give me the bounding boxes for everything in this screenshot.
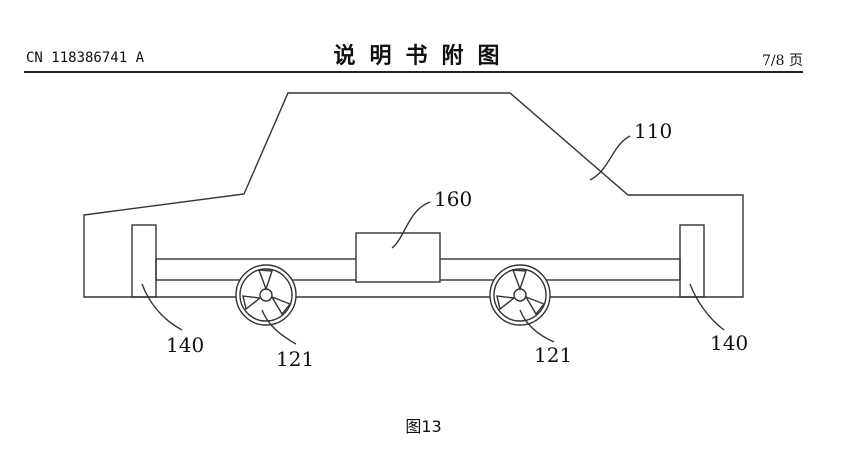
wheel-front <box>235 264 297 326</box>
header-rule <box>24 71 803 73</box>
leader-140-left <box>141 283 183 331</box>
bumper-left <box>131 224 157 298</box>
wheel-rear <box>489 264 551 326</box>
leader-160 <box>391 201 431 249</box>
label-140-left: 140 <box>166 333 204 357</box>
leader-121-rear <box>519 309 555 343</box>
section-title: 说明书附图 <box>333 44 514 69</box>
page-indicator: 7/8 页 <box>762 53 803 69</box>
bumper-right <box>679 224 705 298</box>
leader-110 <box>589 135 631 181</box>
label-160: 160 <box>434 187 472 211</box>
label-121-front: 121 <box>276 347 314 371</box>
publication-number: CN 118386741 A <box>26 50 145 66</box>
label-110: 110 <box>634 119 672 143</box>
label-140-right: 140 <box>710 331 748 355</box>
figure-caption: 图13 <box>405 417 442 436</box>
leader-121-front <box>261 309 297 345</box>
car-body-outline <box>83 92 744 298</box>
label-121-rear: 121 <box>534 343 572 367</box>
leader-140-right <box>689 283 725 331</box>
